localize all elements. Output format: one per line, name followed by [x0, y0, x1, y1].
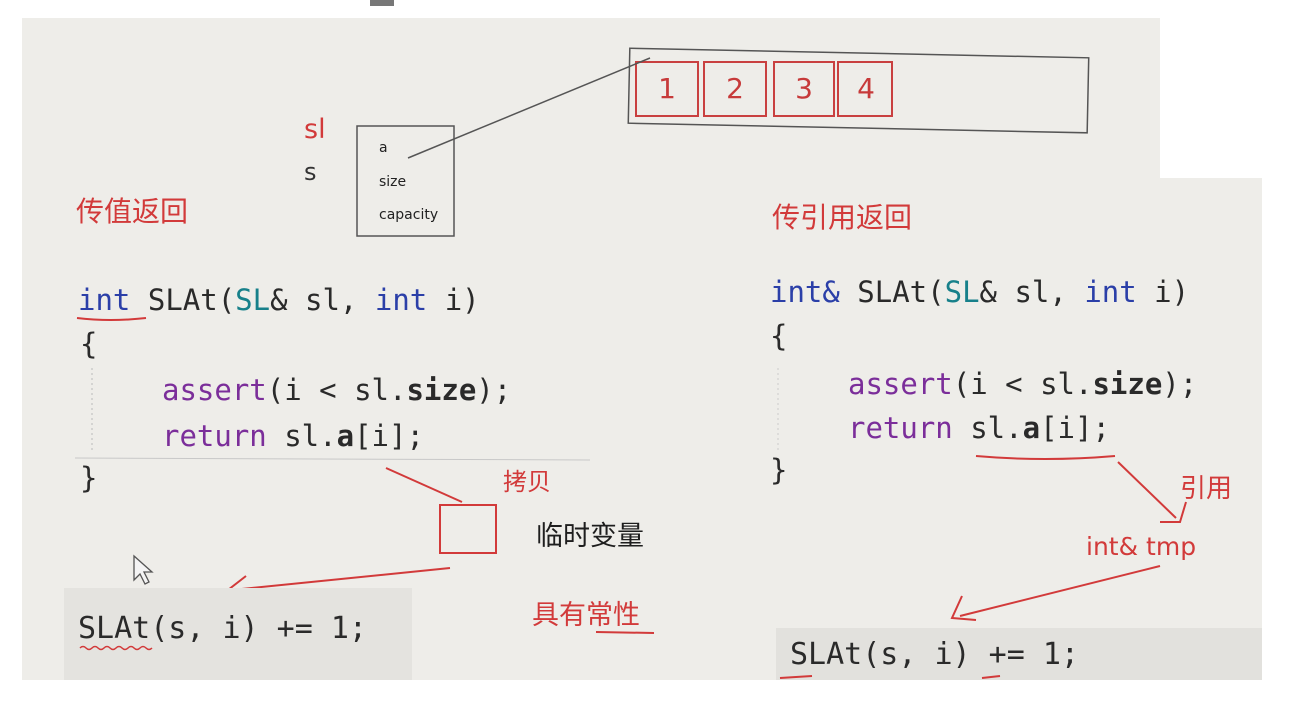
left-return-line: return sl.a[i];: [162, 422, 424, 451]
right-assert-size: size: [1092, 367, 1163, 401]
array-outer-box: [627, 47, 1090, 134]
array-value-4: 4: [857, 72, 875, 105]
array-value-2: 2: [726, 72, 744, 105]
right-return-a: a: [1022, 411, 1041, 445]
left-brace-open: {: [80, 327, 98, 361]
struct-field-size: size: [379, 174, 407, 190]
scribble-right: [779, 675, 813, 679]
left-sig-end: i): [427, 283, 480, 317]
right-signature: int& SLAt(SL& sl, int i): [770, 278, 1189, 307]
cursor-icon: [133, 554, 154, 585]
right-sig-int2: int: [1084, 275, 1137, 309]
label-temp-var: 临时变量: [536, 521, 644, 552]
right-assert-line: assert(i < sl.size);: [848, 370, 1197, 399]
struct-box: [356, 125, 455, 237]
array-cell-2: [703, 61, 767, 117]
right-return-expr1: sl.: [952, 411, 1023, 445]
paper-left: [22, 18, 1262, 680]
right-call: SLAt(s, i) += 1;: [790, 637, 1079, 672]
left-assert-line: assert(i < sl.size);: [162, 376, 511, 405]
return-arrow-right: [959, 565, 1161, 617]
left-return-expr2: [i];: [354, 419, 424, 453]
top-mark: [370, 0, 394, 6]
right-return-line: return sl.a[i];: [848, 414, 1110, 443]
right-sig-rest: & sl,: [979, 275, 1085, 309]
ref-stroke: [1117, 461, 1177, 519]
left-brace-close: }: [80, 461, 98, 495]
return-arrowhead-right: [950, 595, 977, 621]
left-return-a: a: [336, 419, 355, 453]
squiggle-left: [79, 645, 153, 651]
label-sl: sl: [304, 114, 326, 145]
right-assert-args1: (i < sl.: [952, 367, 1093, 401]
right-brace-open: {: [770, 319, 788, 353]
label-copy: 拷贝: [503, 468, 551, 496]
left-assert-size: size: [406, 373, 477, 407]
left-sig-type: SL: [235, 283, 271, 317]
underline-return-right: [975, 455, 1116, 460]
call-bg-left: [64, 588, 412, 680]
left-signature: int SLAt(SL& sl, int i): [78, 286, 480, 315]
right-sig-end: i): [1136, 275, 1190, 309]
underline-const: [595, 631, 655, 634]
underline-int: [76, 317, 147, 321]
struct-field-capacity: capacity: [379, 207, 439, 223]
left-sig-rest: & sl,: [270, 283, 375, 317]
title-pass-by-value: 传值返回: [76, 195, 189, 228]
left-assert-fn: assert: [162, 373, 267, 407]
left-return-kw: return: [162, 419, 267, 453]
right-sig-type: SL: [944, 275, 980, 309]
pointer-line: [407, 57, 651, 159]
scribble-right-2: [981, 675, 1001, 679]
left-sig-fn: SLAt: [147, 283, 218, 317]
right-sig-open: (: [927, 275, 945, 309]
label-reference: 引用: [1180, 474, 1233, 504]
top-edge: [22, 0, 1160, 18]
left-sig-open: (: [217, 283, 236, 317]
struct-field-a: a: [379, 140, 388, 156]
return-arrow-left: [231, 567, 451, 591]
line-highlight: [74, 457, 591, 461]
right-brace-close: }: [770, 453, 788, 487]
title-pass-by-reference: 传引用返回: [772, 201, 913, 234]
left-sig-int2: int: [374, 283, 428, 317]
right-assert-fn: assert: [848, 367, 953, 401]
label-int-ref-tmp: int& tmp: [1086, 532, 1197, 561]
left-assert-args2: );: [476, 373, 512, 407]
label-s: s: [304, 158, 317, 186]
right-sig-fn: SLAt: [839, 275, 928, 309]
left-assert-args1: (i < sl.: [266, 373, 407, 407]
array-value-3: 3: [795, 72, 813, 105]
left-sig-int: int: [78, 283, 131, 317]
array-cell-4: [837, 61, 893, 117]
left-return-expr1: sl.: [266, 419, 337, 453]
temp-box: [439, 504, 497, 554]
array-value-1: 1: [658, 72, 676, 105]
left-call: SLAt(s, i) += 1;: [78, 611, 367, 646]
right-assert-args2: );: [1162, 367, 1198, 401]
array-cell-1: [635, 61, 699, 117]
call-bg-right: [776, 628, 1262, 680]
right-return-kw: return: [848, 411, 953, 445]
label-has-constness: 具有常性: [532, 600, 640, 631]
right-return-expr2: [i];: [1040, 411, 1110, 445]
ref-arrowhead: [1160, 501, 1187, 523]
array-cell-3: [773, 61, 835, 117]
copy-stroke: [385, 467, 463, 503]
right-sig-int: int&: [770, 275, 840, 309]
